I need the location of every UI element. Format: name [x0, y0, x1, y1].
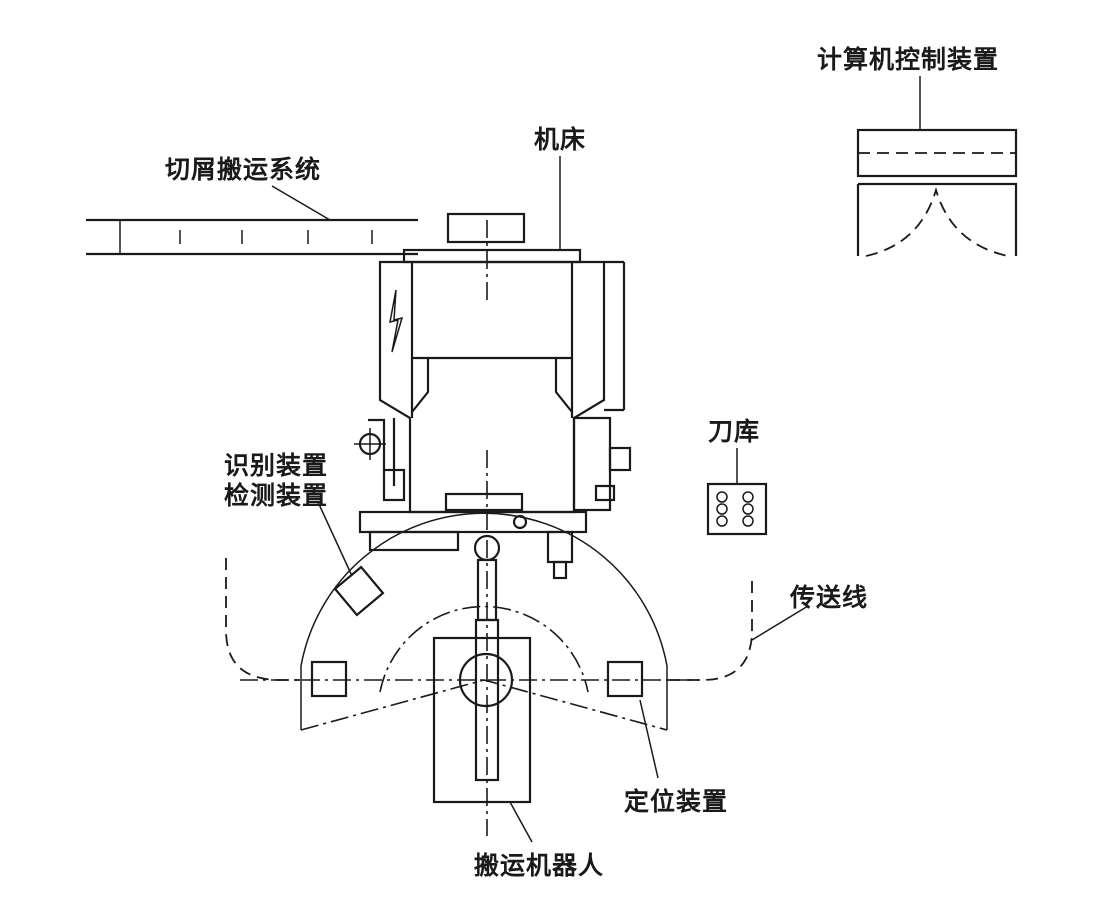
machine-tool-drawing: [354, 212, 632, 580]
label-recognition-device: 识别装置: [224, 451, 329, 480]
computer-control-cabinet: [856, 128, 1018, 257]
tool-magazine-drawing: [706, 482, 768, 536]
positioning-device-right: [606, 660, 644, 698]
leader-lines: [271, 76, 921, 843]
handling-robot-drawing: [432, 534, 532, 836]
positioning-device-left: [310, 660, 348, 698]
label-handling-robot: 搬运机器人: [474, 851, 605, 880]
chip-conveyor-drawing: [86, 218, 418, 256]
label-conveyor-line: 传送线: [790, 583, 869, 612]
label-computer-control: 计算机控制装置: [817, 45, 1000, 74]
label-positioning-device: 定位装置: [624, 787, 729, 816]
label-detection-device: 检测装置: [224, 481, 329, 510]
label-chip-conveyor: 切屑搬运系统: [165, 155, 322, 184]
robot-inner-sector: [379, 605, 589, 693]
detection-device-box: [333, 565, 385, 617]
label-machine-tool: 机床: [534, 125, 587, 154]
label-tool-magazine: 刀库: [708, 417, 761, 446]
robot-outer-sector: [300, 512, 668, 731]
